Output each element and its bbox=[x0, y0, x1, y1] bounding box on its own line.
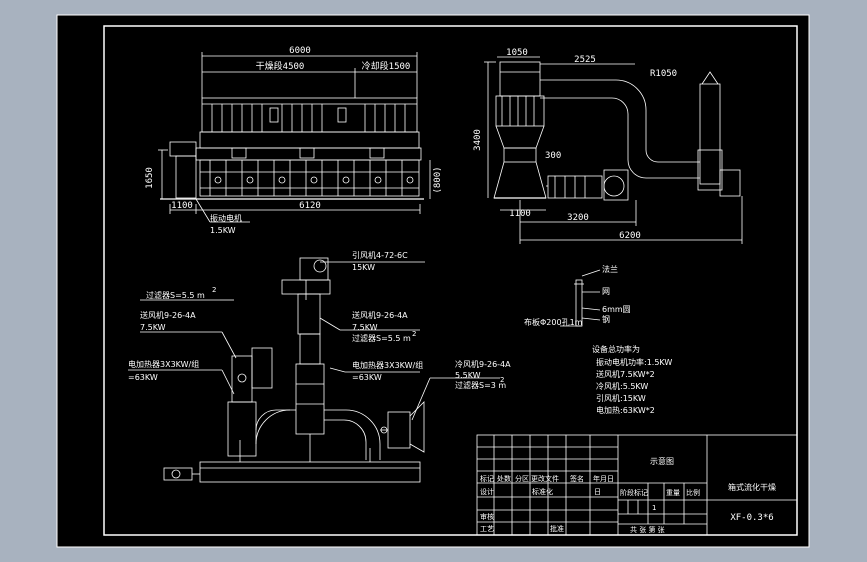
dim-pipe: 300 bbox=[545, 151, 561, 161]
detail-plate bbox=[560, 269, 601, 327]
front-elevation-view bbox=[158, 52, 431, 223]
dim-bend-radius: R1050 bbox=[650, 69, 677, 79]
dim-cool-section: 冷却段1500 bbox=[362, 60, 411, 72]
tb-header-0: 标记 bbox=[480, 474, 494, 483]
dim-base-width: 1100 bbox=[509, 209, 531, 219]
power-line-5: 电加热:63KW*2 bbox=[596, 405, 655, 415]
power-line-2: 送风机7.5KW*2 bbox=[596, 369, 655, 379]
blower-mid-label: 送风机9-26-4A bbox=[352, 310, 408, 320]
tb-row-process: 工艺 bbox=[480, 525, 494, 533]
induced-fan-label: 引风机4-72-6C bbox=[352, 250, 408, 260]
tb-row-design: 设计 bbox=[480, 487, 494, 496]
motor-power: 1.5KW bbox=[210, 226, 236, 235]
detail-mesh: 网 bbox=[602, 287, 610, 296]
dim-height-left: 1650 bbox=[145, 167, 155, 189]
tb-weight-header: 重量 bbox=[666, 489, 680, 497]
dim-bottom-left: 1100 bbox=[171, 201, 193, 211]
filter-left-label: 过滤器S=5.5 m bbox=[146, 290, 205, 300]
heater-left-power: =63KW bbox=[128, 373, 158, 382]
power-line-1: 振动电机功率:1.5KW bbox=[596, 357, 672, 367]
tb-header-5: 年月日 bbox=[593, 474, 614, 483]
heater-mid-label: 电加热器3X3KW/组 bbox=[352, 360, 423, 370]
filter-mid-sup: 2 bbox=[412, 330, 416, 338]
dim-dry-section: 干燥段4500 bbox=[256, 60, 305, 72]
plan-view bbox=[128, 257, 500, 483]
heater-left-label: 电加热器3X3KW/组 bbox=[128, 359, 199, 369]
detail-hole: 布板Φ200孔1m bbox=[524, 317, 583, 327]
cool-fan-label: 冷风机9-26-4A bbox=[455, 359, 511, 369]
filter-right-label: 过滤器S=3 m bbox=[455, 380, 506, 390]
tb-count: 1 bbox=[652, 504, 656, 512]
heater-mid-power: =63KW bbox=[352, 373, 382, 382]
blower-left-label: 送风机9-26-4A bbox=[140, 310, 196, 320]
title-block-diagram-label: 示意图 bbox=[650, 456, 674, 466]
dim-mid-length: 3200 bbox=[567, 213, 589, 223]
sheet-inner-frame bbox=[103, 25, 798, 536]
filter-right-sup: 2 bbox=[500, 376, 504, 384]
tb-header-3: 更改文件 bbox=[531, 474, 559, 483]
tb-standardization: 标准化 bbox=[532, 487, 553, 496]
blower-left-power: 7.5KW bbox=[140, 323, 166, 332]
filter-mid-label: 过滤器S=5.5 m bbox=[352, 333, 411, 343]
dim-duct-length: 2525 bbox=[574, 55, 596, 65]
tb-header-4: 签名 bbox=[570, 474, 584, 483]
power-line-3: 冷风机:5.5KW bbox=[596, 381, 648, 391]
detail-plate-label: 6mm圆 bbox=[602, 305, 631, 314]
title-block-product-name: 箱式流化干燥 bbox=[728, 482, 776, 492]
motor-label: 振动电机 bbox=[210, 213, 242, 223]
tb-stage-header: 阶段标记 bbox=[620, 488, 648, 497]
detail-flange: 法兰 bbox=[602, 264, 618, 274]
cool-fan-power: 5.5KW bbox=[455, 371, 481, 380]
tb-approve: 批准 bbox=[550, 524, 564, 533]
dim-tower-width: 1050 bbox=[506, 48, 528, 58]
blower-mid-power: 7.5KW bbox=[352, 323, 378, 332]
tb-header-2: 分区 bbox=[515, 474, 529, 483]
tb-date-cell: 日 bbox=[594, 488, 601, 496]
title-block bbox=[476, 434, 798, 536]
filter-left-sup: 2 bbox=[212, 286, 216, 294]
dim-bottom-right: 6120 bbox=[299, 201, 321, 211]
induced-fan-power: 15KW bbox=[352, 263, 375, 272]
side-elevation-view bbox=[484, 56, 743, 244]
power-line-4: 引风机:15KW bbox=[596, 393, 646, 403]
tb-row-review: 审核 bbox=[480, 512, 494, 521]
detail-steel: 钢 bbox=[602, 314, 610, 324]
dim-total-length: 6000 bbox=[289, 46, 311, 56]
power-summary-title: 设备总功率为 bbox=[592, 344, 640, 354]
title-block-model: XF-0.3*6 bbox=[730, 513, 773, 523]
dim-total-length-right: 6200 bbox=[619, 231, 641, 241]
dim-bed-height: (800) bbox=[433, 166, 443, 193]
tb-sheet-info: 共 张 第 张 bbox=[630, 525, 665, 534]
sheet-outer-border bbox=[56, 14, 810, 548]
dim-tower-height: 3400 bbox=[473, 129, 483, 151]
tb-scale-header: 比例 bbox=[686, 488, 700, 497]
tb-header-1: 处数 bbox=[497, 474, 511, 483]
